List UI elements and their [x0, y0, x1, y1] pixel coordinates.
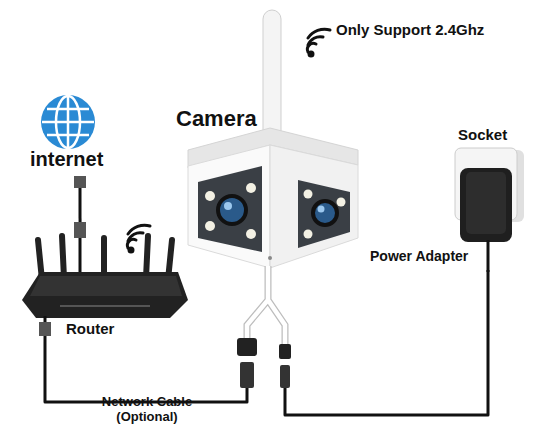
adapter-node: Power Adapter [365, 158, 515, 270]
cable-plug [74, 176, 86, 272]
camera-pigtail-part [247, 266, 285, 346]
camera-device-part [246, 229, 256, 239]
camera-device-part [270, 145, 358, 268]
camera-device-part [198, 166, 262, 252]
power-adapter-part [466, 172, 506, 234]
router-device [22, 236, 188, 318]
wifi-icon-part [128, 233, 143, 241]
device-label: Camera [176, 106, 257, 131]
camera-device-part [313, 201, 337, 225]
note-label: Only Support 2.4Ghz [336, 21, 484, 38]
adapter-cable [487, 240, 490, 272]
cloud-node: internet [28, 88, 118, 176]
edge-label: Network Cable (Optional) [92, 395, 202, 425]
socket-node: Socket [452, 122, 532, 154]
wifi-icon-part [308, 29, 330, 38]
wifi-icon [307, 29, 330, 56]
camera-device-part [188, 145, 270, 268]
cable-plug-part [39, 322, 51, 336]
camera-device-part [298, 180, 350, 248]
globe-icon-part [42, 121, 94, 124]
router-device-part [60, 305, 150, 307]
wifi-icon-part [128, 225, 150, 234]
camera-node: Camera [186, 100, 360, 388]
camera-device-part [318, 206, 325, 213]
device-label: Router [66, 320, 114, 337]
power-adapter-part [460, 168, 512, 242]
camera-pigtail-part [280, 365, 290, 388]
camera-pigtail-part [240, 362, 254, 388]
wifi-icon-part [309, 52, 313, 56]
camera-device-part [304, 230, 313, 239]
globe-icon-part [47, 108, 89, 111]
camera-device-part [246, 183, 256, 193]
cable-line [45, 342, 247, 402]
power-adapter [460, 168, 512, 242]
cable-plug-part [74, 222, 86, 238]
camera-pigtail-part [279, 344, 291, 359]
camera-device-part [304, 190, 313, 199]
wifi-icon-part [308, 37, 323, 45]
wifi-icon-part [129, 248, 133, 252]
globe-icon [41, 95, 95, 149]
cable-plug [39, 316, 51, 342]
camera-pigtail [237, 266, 291, 388]
camera-device-part [224, 202, 232, 210]
device-label: Socket [458, 126, 507, 143]
camera-device [188, 10, 358, 268]
cable-plug-part [74, 176, 86, 188]
router-device-part-part [101, 238, 107, 276]
router-device-part-part [62, 236, 64, 278]
globe-icon-part [41, 95, 95, 149]
camera-pigtail-part [247, 266, 285, 346]
camera-device-part [268, 256, 272, 260]
camera-device-part [337, 198, 346, 207]
cable-line [285, 270, 488, 415]
camera-device-part [205, 191, 215, 201]
device-label: Power Adapter [370, 248, 468, 264]
device-label: internet [30, 148, 103, 171]
router-device-part-part [146, 236, 148, 278]
camera-device-part [218, 196, 246, 224]
camera-device-part [205, 221, 215, 231]
camera-pigtail-part [237, 338, 257, 356]
router-device-part [30, 276, 182, 296]
globe-icon-part [47, 134, 89, 137]
router-device-part [22, 272, 188, 318]
